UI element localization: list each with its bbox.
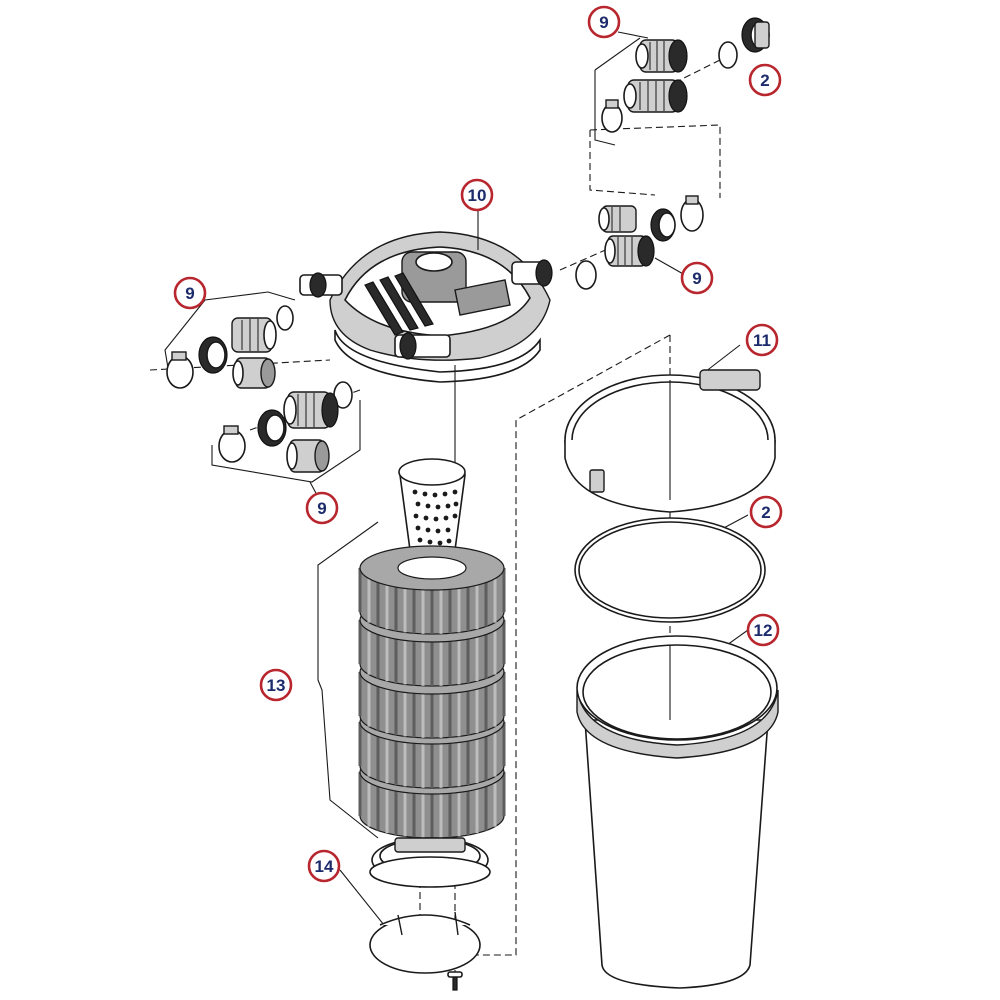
svg-text:9: 9 xyxy=(599,13,608,32)
lid-pipe-right xyxy=(511,259,553,287)
perforated-tube xyxy=(398,458,466,556)
foam-sponge-stack xyxy=(358,545,506,839)
threaded-adapter xyxy=(283,391,339,429)
callout-14: 14 xyxy=(307,849,341,883)
callout-13: 13 xyxy=(259,668,293,702)
gasket-ring xyxy=(574,514,766,623)
callout-9-left-top: 9 xyxy=(173,276,207,310)
foam-sponge-layer xyxy=(358,545,506,635)
svg-text:11: 11 xyxy=(753,331,771,350)
callout-2-mid: 2 xyxy=(749,495,783,529)
hose-tail xyxy=(623,79,688,113)
hose-clamp xyxy=(166,351,194,389)
union-nut xyxy=(650,208,676,242)
filter-base-parts xyxy=(339,837,491,991)
threaded-adapter xyxy=(635,39,688,73)
union-nut xyxy=(198,336,228,374)
svg-text:2: 2 xyxy=(760,71,769,90)
hose-tail xyxy=(598,205,637,233)
lid-pipe-left xyxy=(299,272,343,298)
callout-10: 10 xyxy=(460,178,494,212)
union-nut xyxy=(741,17,770,53)
svg-text:2: 2 xyxy=(761,503,770,522)
threaded-adapter xyxy=(231,317,277,353)
hose-fitting-set-left-bottom xyxy=(211,381,361,498)
hose-fitting-set-right xyxy=(575,195,704,290)
hose-fitting-set-left-top xyxy=(164,291,296,389)
o-ring xyxy=(575,260,597,290)
callout-9-right: 9 xyxy=(680,261,714,295)
callout-2-top: 2 xyxy=(748,63,782,97)
svg-text:9: 9 xyxy=(185,284,194,303)
hose-clamp xyxy=(218,425,246,463)
hose-clamp xyxy=(601,99,623,133)
threaded-adapter xyxy=(604,235,655,267)
callout-11: 11 xyxy=(745,323,779,357)
svg-text:10: 10 xyxy=(468,186,487,205)
callout-9-left-bottom: 9 xyxy=(305,491,339,525)
filter-container xyxy=(576,629,779,989)
union-nut xyxy=(257,409,287,447)
hose-tail xyxy=(286,439,330,473)
o-ring xyxy=(276,305,294,331)
hose-fitting-set-top-right xyxy=(594,17,770,146)
callout-12: 12 xyxy=(746,613,780,647)
svg-text:9: 9 xyxy=(317,499,326,518)
svg-text:14: 14 xyxy=(315,857,334,876)
hose-clamp xyxy=(680,195,704,232)
clamp-ring xyxy=(564,344,776,513)
lid-pipe-front xyxy=(394,332,451,360)
filter-lid xyxy=(299,205,553,470)
o-ring xyxy=(718,41,738,69)
svg-text:13: 13 xyxy=(267,676,286,695)
svg-text:9: 9 xyxy=(692,269,701,288)
hose-tail xyxy=(232,357,276,389)
callout-9-top: 9 xyxy=(587,5,621,39)
svg-text:12: 12 xyxy=(754,621,773,640)
